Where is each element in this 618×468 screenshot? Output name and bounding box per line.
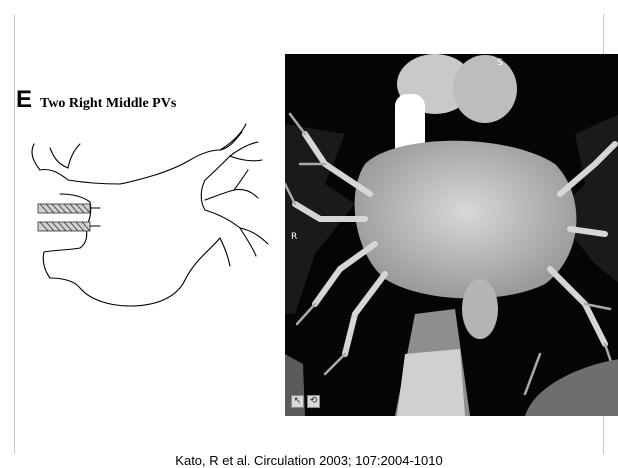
orientation-label-right: R (291, 232, 297, 242)
left-atrium-pv-diagram (20, 110, 280, 320)
pointer-tool-icon[interactable]: ↖ (291, 395, 304, 408)
ct-angiogram-image: S R ↖ ⟲ (285, 54, 618, 416)
reset-tool-icon[interactable]: ⟲ (307, 395, 320, 408)
orientation-label-superior: S (497, 58, 503, 68)
